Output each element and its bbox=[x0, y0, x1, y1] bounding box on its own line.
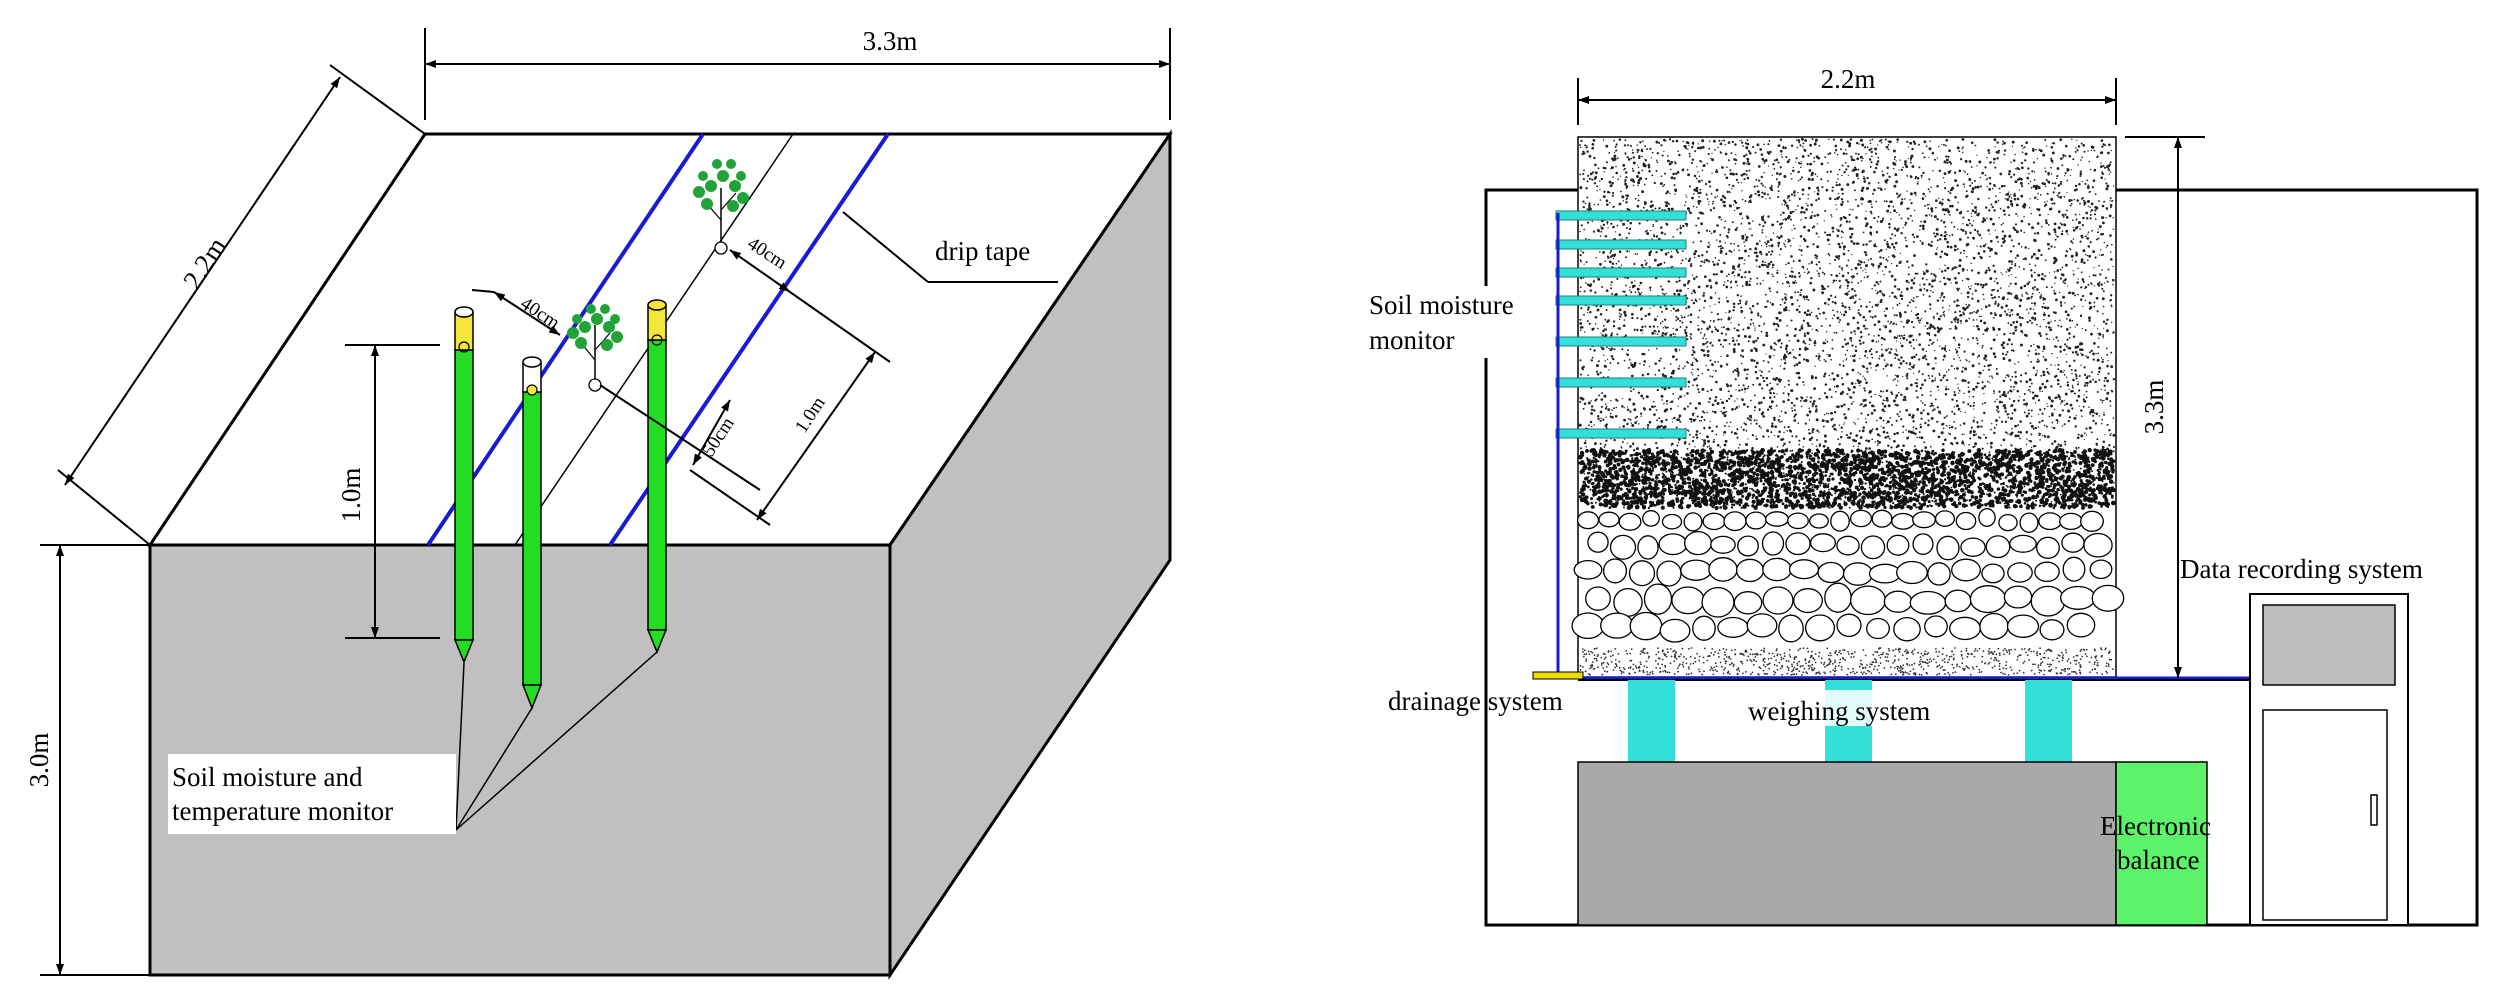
monitor-label-line2: temperature monitor bbox=[172, 796, 393, 826]
drainage-label: drainage system bbox=[1388, 686, 1563, 716]
probe bbox=[455, 307, 473, 662]
dim-height-label: 3.3m bbox=[2139, 380, 2169, 435]
drainage-outlet bbox=[1533, 672, 1583, 679]
dim-depth-label: 2.2m bbox=[177, 232, 232, 294]
drip-tape-label: drip tape bbox=[935, 236, 1030, 266]
data-recording-label: Data recording system bbox=[2180, 554, 2423, 584]
probe bbox=[648, 300, 666, 652]
dim-width-label: 3.3m bbox=[863, 26, 918, 56]
soil-monitor-label-line2: monitor bbox=[1369, 325, 1455, 355]
door-handle bbox=[2371, 795, 2377, 825]
balance-label-line2: balance bbox=[2117, 845, 2199, 875]
foundation-base bbox=[1578, 762, 2116, 925]
weighing-label: weighing system bbox=[1748, 696, 1930, 726]
probe bbox=[523, 357, 541, 708]
lysimeter-section bbox=[1486, 137, 2477, 925]
soil-monitor-label-line1: Soil moisture bbox=[1369, 290, 1514, 320]
electronic-balance bbox=[2116, 762, 2207, 925]
balance-label-line1: Electronic bbox=[2100, 811, 2211, 841]
load-cell bbox=[1628, 680, 1675, 762]
cabinet-door bbox=[2263, 710, 2387, 920]
dim-height-label: 3.0m bbox=[24, 733, 54, 788]
dim-width-label: 2.2m bbox=[1821, 64, 1876, 94]
recorder-display bbox=[2263, 605, 2395, 685]
load-cell bbox=[2025, 680, 2072, 762]
dim-probe-depth-label: 1.0m bbox=[336, 468, 366, 523]
monitor-label-line1: Soil moisture and bbox=[172, 762, 363, 792]
